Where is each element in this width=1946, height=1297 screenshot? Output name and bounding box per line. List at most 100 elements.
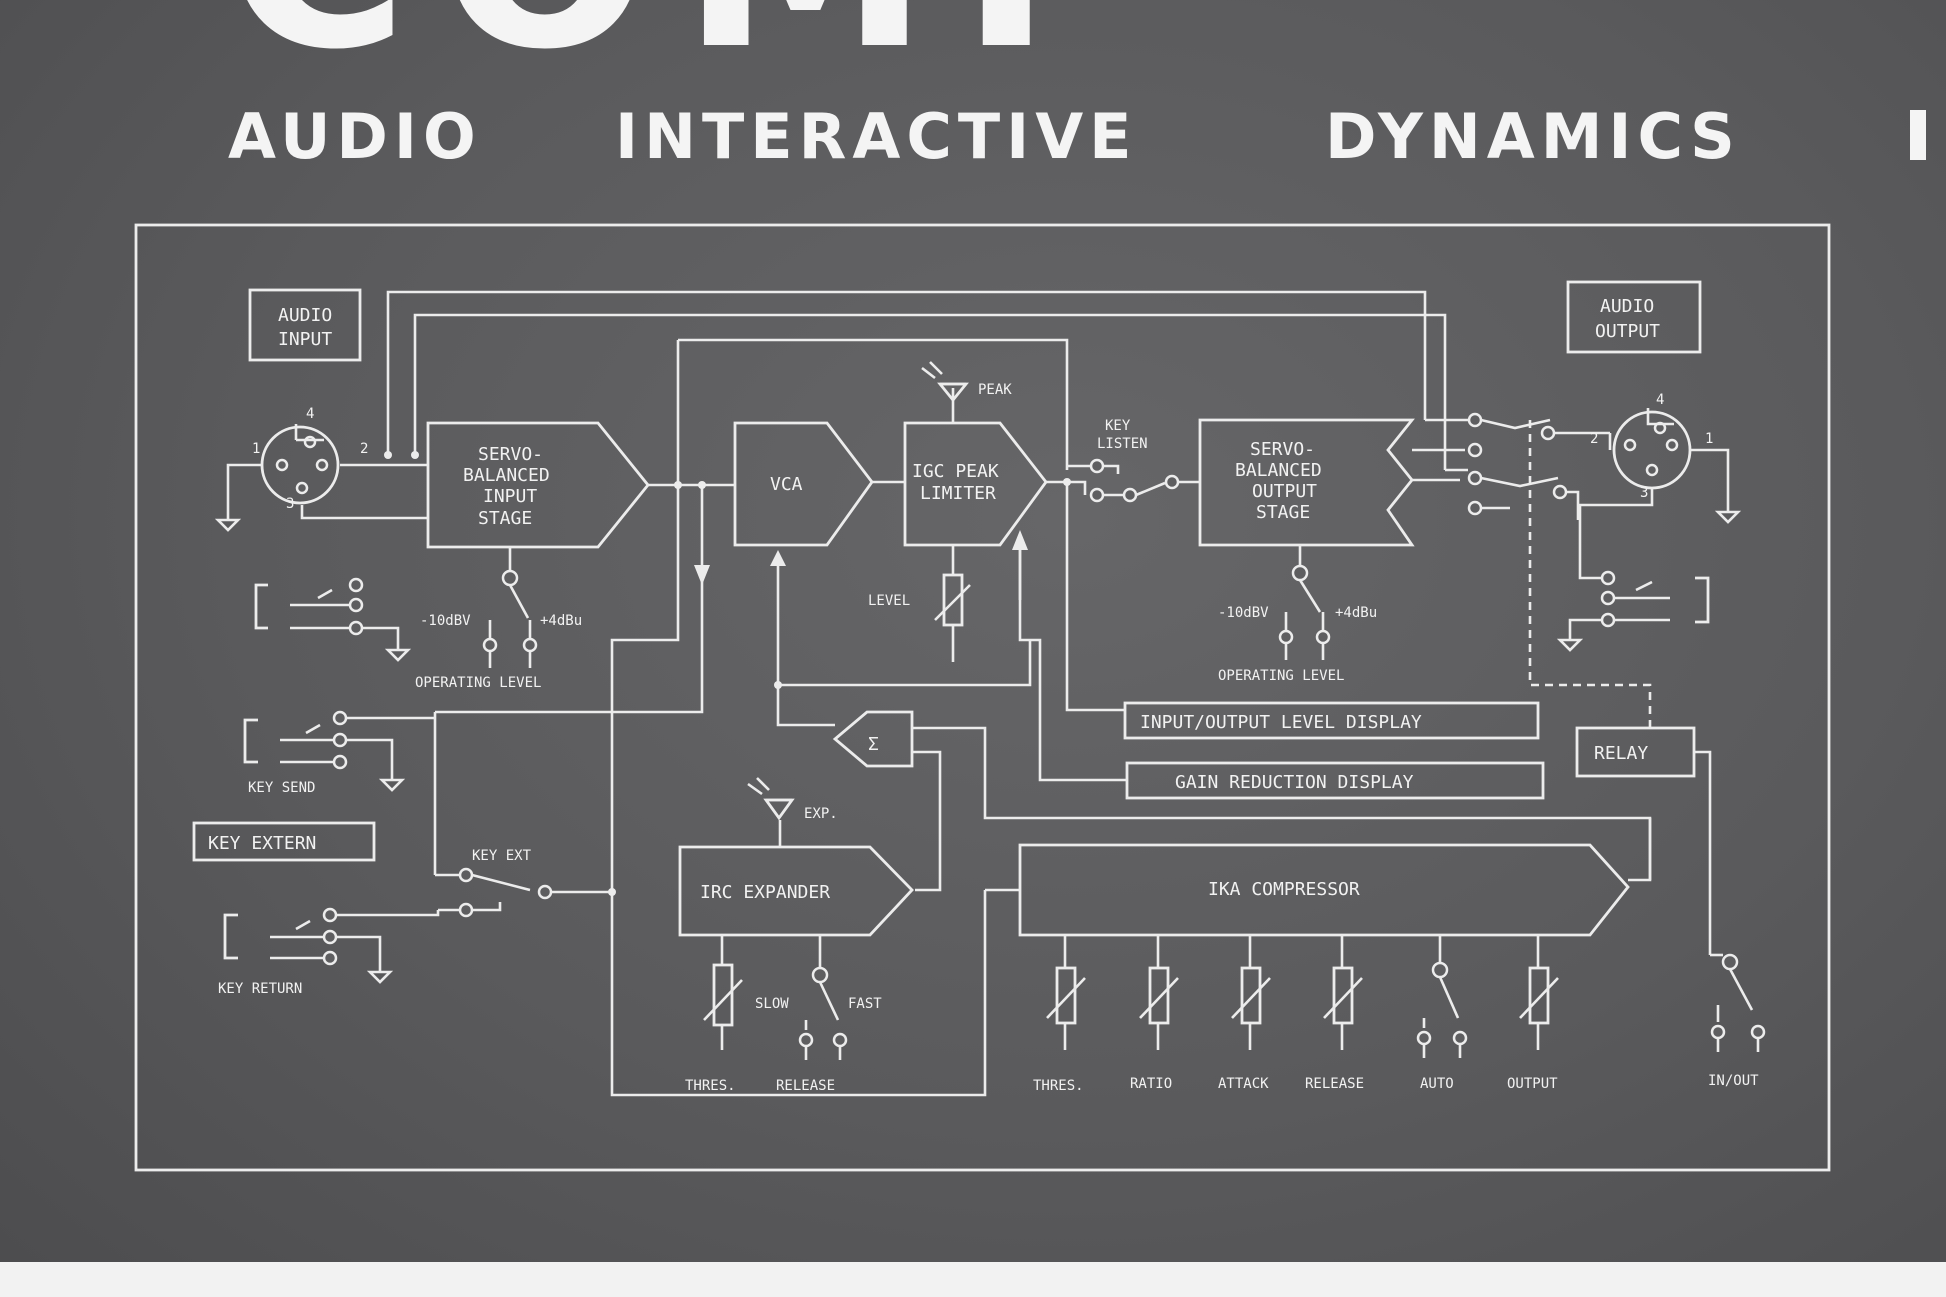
audio-input-label-1: AUDIO [278,305,332,326]
xlr-output-connector: 4 2 1 3 [1578,392,1742,535]
ika-auto-label: AUTO [1420,1076,1454,1092]
servo-output-stage: SERVO- BALANCED OUTPUT STAGE [1198,418,1415,547]
key-send-label: KEY SEND [248,780,315,796]
vca-label: VCA [770,474,803,495]
exp-label: EXP. [804,806,838,822]
key-listen-label-2: LISTEN [1097,436,1148,452]
irc-expander: IRC EXPANDER EXP. SLOW FAST THRES. RELEA… [678,777,914,1094]
servo-out-text-2: BALANCED [1235,460,1322,481]
xlr-out-pin-2: 2 [1590,431,1598,447]
audio-output-label-1: AUDIO [1600,296,1654,317]
xlr-out-pin-4: 4 [1656,392,1664,408]
out-plus4-label: +4dBu [1335,605,1377,621]
in-minus10-label: -10dBV [420,613,471,629]
audio-output-box [1566,280,1702,354]
audio-input-box [248,288,362,362]
out-minus10-label: -10dBV [1218,605,1269,621]
panel-bottom-edge [0,1262,1946,1297]
irc-thres-label: THRES. [685,1078,736,1094]
ika-output-pot-icon[interactable] [1528,966,1550,1025]
xlr-in-pin-2: 2 [360,441,368,457]
key-return-label: KEY RETURN [218,981,302,997]
key-extern-label: KEY EXTERN [208,833,316,854]
gain-reduction-label: GAIN REDUCTION DISPLAY [1175,772,1414,793]
key-listen-switch[interactable]: KEY LISTEN [1067,418,1200,503]
servo-in-text-3: INPUT [483,486,537,507]
xlr-in-pin-4: 4 [306,406,314,422]
sigma-icon: Σ [868,734,879,755]
igc-label-1: IGC PEAK [912,461,999,482]
xlr-out-pin-3: 3 [1640,485,1648,501]
ika-auto-switch[interactable] [1438,976,1460,1019]
vca-shape [733,421,874,547]
audio-input-label-2: INPUT [278,329,332,350]
key-listen-label-1: KEY [1105,418,1131,434]
servo-output-shape [1198,418,1415,547]
servo-out-text-4: STAGE [1256,502,1310,523]
key-extern-block: KEY EXTERN [192,821,376,862]
key-return-jack: KEY RETURN [218,907,440,997]
audio-output-block: AUDIO OUTPUT [1566,280,1702,354]
key-ext-label: KEY EXT [472,848,532,864]
level-label: LEVEL [868,593,910,609]
limiter-level-pot-icon[interactable] [942,573,964,627]
subtitle-cut-letter [1910,110,1926,160]
ika-ratio-pot-icon[interactable] [1148,966,1170,1025]
ika-thres-label: THRES. [1033,1078,1084,1094]
ika-release-pot-icon[interactable] [1332,966,1354,1025]
ika-compressor-label: IKA COMPRESSOR [1208,879,1360,900]
io-level-display-label: INPUT/OUTPUT LEVEL DISPLAY [1140,712,1422,733]
irc-expander-shape [678,845,914,937]
sigma-shape [832,710,914,768]
diagram-frame [134,223,1831,1172]
fast-label: FAST [848,996,882,1012]
key-ext-switch[interactable]: KEY EXT [435,848,612,918]
servo-input-shape [426,421,650,549]
igc-peak-limiter: IGC PEAK LIMITER PEAK LEVEL [868,361,1048,662]
in-out-label: IN/OUT [1708,1073,1759,1089]
brand-logo: COMP [225,0,1173,104]
igc-label-2: LIMITER [920,483,996,504]
peak-label: PEAK [978,382,1012,398]
sigma-block: Σ [832,710,914,768]
ika-attack-label: ATTACK [1218,1076,1269,1092]
subtitle-interactive: INTERACTIVE [615,100,1138,173]
out-operating-level-label: OPERATING LEVEL [1218,668,1344,684]
audio-input-block: AUDIO INPUT [248,288,362,362]
relay-label: RELAY [1594,743,1648,764]
relay-link-dashed [1528,420,1652,728]
xlr-out-pin-1: 1 [1705,431,1713,447]
in-operating-level-label: OPERATING LEVEL [415,675,541,691]
xlr-in-pin-1: 1 [252,441,260,457]
relay-block: RELAY [1575,726,1696,778]
igc-shape [903,421,1048,547]
output-jack [1556,535,1710,652]
output-operating-level-switch[interactable]: -10dBV +4dBu OPERATING LEVEL [1218,545,1377,684]
slow-label: SLOW [755,996,789,1012]
input-operating-level-switch[interactable]: -10dBV +4dBu OPERATING LEVEL [415,547,582,691]
servo-input-stage: SERVO- BALANCED INPUT STAGE [426,421,650,549]
subtitle-audio: AUDIO [228,100,482,173]
output-bypass-switches[interactable] [1412,412,1610,520]
ika-threshold-pot-icon[interactable] [1055,966,1077,1025]
ika-ratio-label: RATIO [1130,1076,1172,1092]
irc-expander-label: IRC EXPANDER [700,882,830,903]
servo-in-text-4: STAGE [478,508,532,529]
ika-attack-pot-icon[interactable] [1240,966,1262,1025]
subtitle-dynamics: DYNAMICS [1325,100,1741,173]
ika-compressor-shape [1018,843,1630,937]
in-out-switch[interactable]: IN/OUT [1708,953,1766,1089]
ika-compressor: IKA COMPRESSOR THRES. RATIO ATTACK RELEA… [1018,818,1652,1094]
exp-led-icon [763,798,795,821]
servo-in-text-2: BALANCED [463,465,550,486]
ika-output-label: OUTPUT [1507,1076,1558,1092]
key-extern-box [192,821,376,862]
input-jack [254,577,412,662]
io-level-display-box [1123,701,1540,740]
xlr-input-connector: 4 1 2 3 [214,406,428,532]
audio-output-label-2: OUTPUT [1595,321,1660,342]
irc-release-label: RELEASE [776,1078,835,1094]
io-level-display: INPUT/OUTPUT LEVEL DISPLAY [1123,701,1540,740]
